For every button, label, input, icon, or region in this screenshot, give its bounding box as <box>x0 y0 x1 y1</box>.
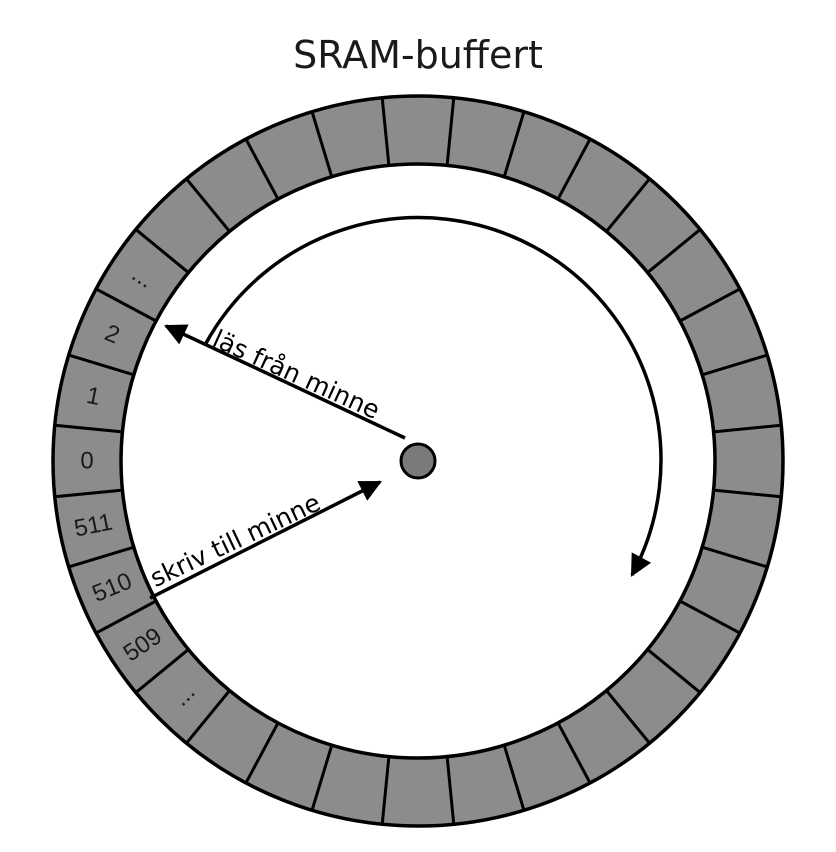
ring-inner-edge <box>119 162 717 760</box>
diagram-title: SRAM-buffert <box>293 33 543 77</box>
segment-divider <box>605 177 651 233</box>
segment-divider <box>68 353 135 377</box>
segment-divider <box>95 599 157 635</box>
segment-divider <box>646 228 702 274</box>
segment-divider <box>605 689 651 745</box>
segment-divider <box>68 545 135 569</box>
segment-divider <box>556 722 592 784</box>
buffer-ring <box>51 94 785 828</box>
segment-divider <box>134 648 190 694</box>
segment-divider <box>310 111 334 178</box>
segment-divider <box>701 545 768 569</box>
segment-divider <box>646 648 702 694</box>
segment-divider <box>502 744 526 811</box>
segment-divider <box>679 599 741 635</box>
segment-divider <box>445 97 456 166</box>
segment-divider <box>134 228 190 274</box>
ring-outer-edge <box>51 94 785 828</box>
segment-divider <box>185 689 231 745</box>
segment-divider <box>502 111 526 178</box>
segment-divider <box>310 744 334 811</box>
write-pointer-label: skriv till minne <box>146 488 325 593</box>
segment-divider <box>445 756 456 825</box>
rotation-arrow <box>203 215 663 577</box>
segment-divider <box>713 488 782 499</box>
center-hub <box>399 442 437 480</box>
segment-divider <box>244 722 280 784</box>
segment-divider <box>244 138 280 200</box>
write-pointer-arrow <box>149 480 382 600</box>
segment-label: 0 <box>80 448 93 475</box>
segment-divider <box>701 353 768 377</box>
read-pointer-label: läs från minne <box>208 324 384 425</box>
ring-band <box>53 96 783 826</box>
segment-divider <box>713 423 782 434</box>
segment-divider <box>679 287 741 323</box>
segment-divider <box>95 287 157 323</box>
segment-divider <box>380 97 391 166</box>
segment-label: 1 <box>84 382 102 411</box>
segment-divider <box>380 756 391 825</box>
segment-divider <box>556 138 592 200</box>
segment-divider <box>54 423 123 434</box>
segment-divider <box>185 177 231 233</box>
read-pointer-arrow <box>164 324 406 440</box>
segment-divider <box>54 488 123 499</box>
